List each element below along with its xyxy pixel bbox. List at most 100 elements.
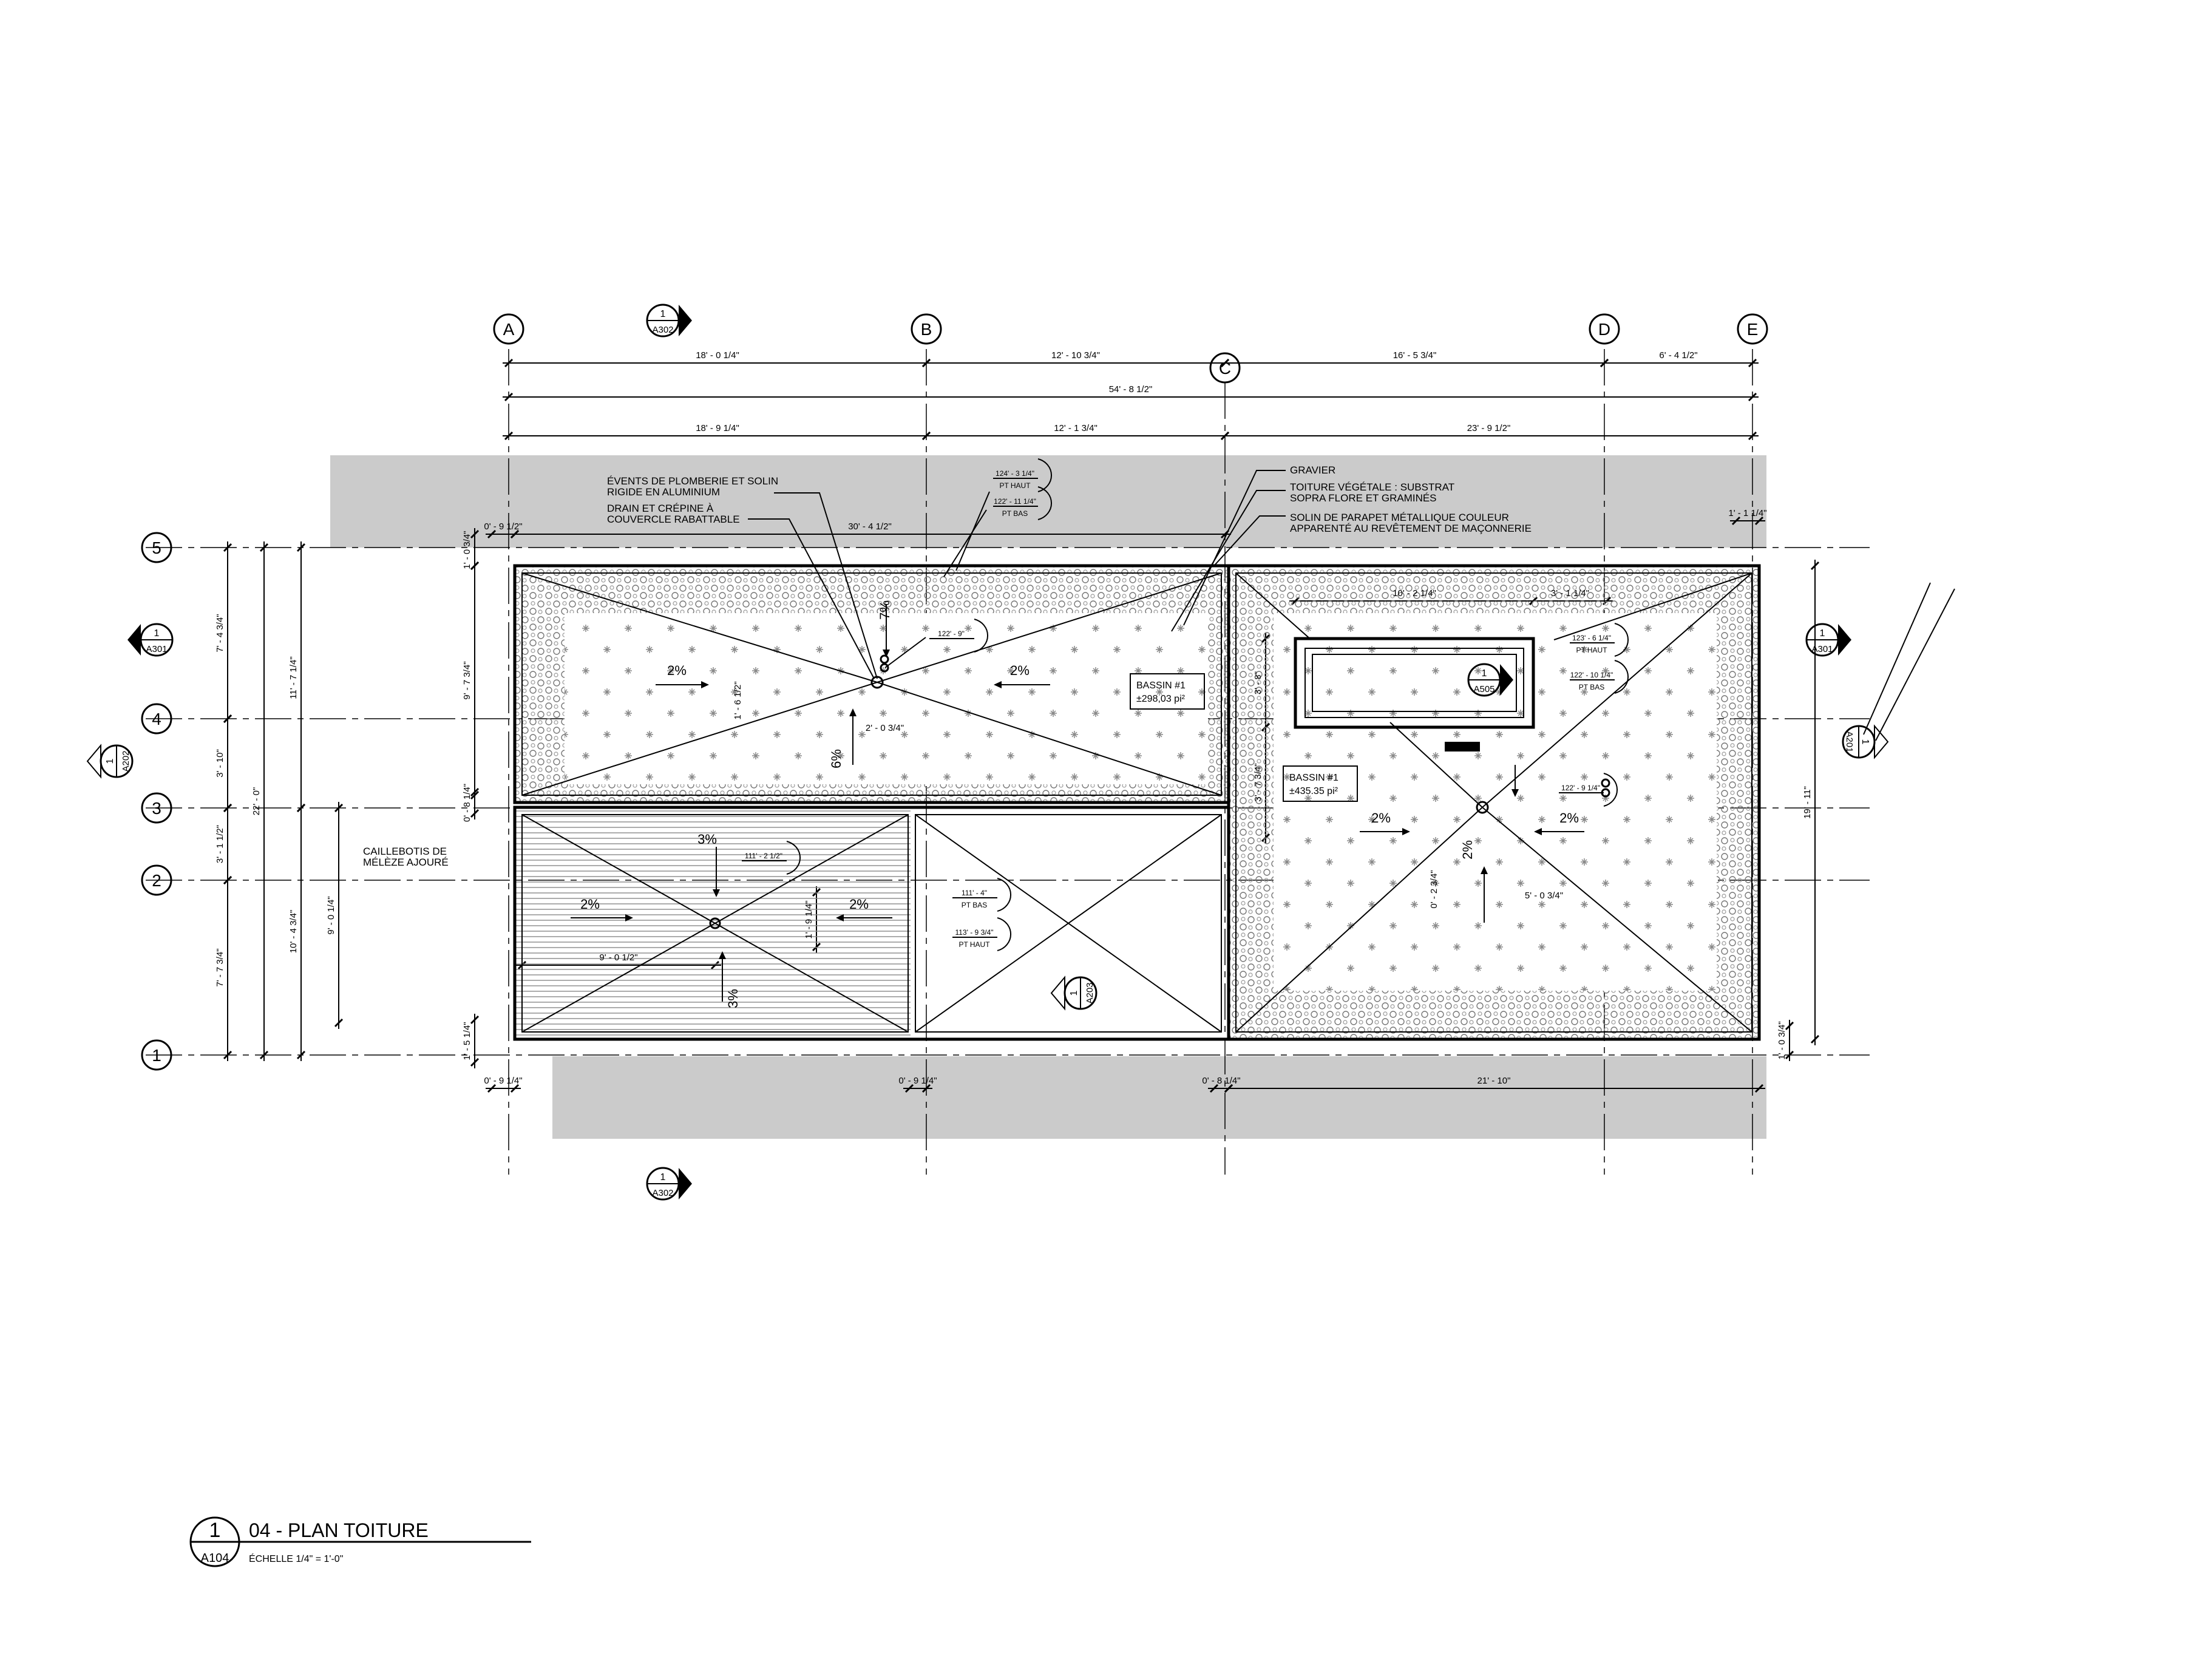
elevation-value-1: 122' - 11 1/4" — [994, 497, 1036, 506]
basin-name-0: BASSIN #1 — [1136, 680, 1186, 691]
dim-bottom-1: 0' - 9 1/4" — [898, 1076, 937, 1086]
dim-interior-4: 10' - 2 1/4" — [1393, 588, 1436, 599]
elevation-label-0: PT HAUT — [999, 481, 1031, 490]
section-marker-bottom-sheet: A302 — [652, 1188, 673, 1198]
section-marker-top-number: 1 — [660, 309, 666, 319]
dim-top-row1-2-tick — [1220, 358, 1230, 368]
dim-top-small-0: 0' - 9 1/2" — [484, 521, 522, 532]
slope-label-0: 2% — [667, 663, 687, 678]
dim-top-row2-0-tick — [504, 431, 514, 441]
slope-label-4: 3% — [697, 832, 717, 847]
elevation-value-8: 122' - 9 1/4" — [1561, 784, 1600, 792]
dim-top-small-2-tick — [1731, 516, 1741, 526]
elevation-arc-8 — [1603, 773, 1618, 807]
section-marker-right-number: 1 — [1820, 628, 1825, 639]
dim-left-wall-1: 9' - 7 3/4" — [462, 661, 472, 699]
grid-bubble-5 — [141, 532, 172, 563]
section-marker-right-arrow — [1838, 624, 1851, 656]
slope-label-9: 2% — [1559, 810, 1579, 826]
dim-right-0: 19' - 11" — [1802, 786, 1813, 819]
elevation-value-7: 122' - 10 1/4" — [1570, 671, 1613, 679]
elevation-value-0: 124' - 3 1/4" — [996, 469, 1034, 478]
grid-label-3: 3 — [152, 799, 161, 818]
callout-gravel: GRAVIER — [1290, 464, 1335, 476]
dim-top-row1-1: 12' - 10 3/4" — [1051, 350, 1100, 361]
slope-label-6: 2% — [849, 897, 869, 912]
dim-interior-2: 1' - 9 1/4" — [804, 900, 814, 938]
dim-bottom-2-tick — [1209, 1084, 1219, 1093]
callout-plumbing-0: ÉVENTS DE PLOMBERIE ET SOLIN — [607, 475, 778, 487]
basin-area-1: ±435.35 pi² — [1289, 786, 1338, 796]
dim-left-outer-2-tick — [223, 803, 232, 813]
dim-left-inner: 9' - 0 1/4" — [326, 896, 336, 934]
dim-bottom-3: 21' - 10" — [1477, 1076, 1511, 1086]
elevation-value-5: 113' - 9 3/4" — [955, 928, 993, 937]
dim-top-row1-3-tick — [1600, 358, 1609, 368]
dim-left-mid-1: 10' - 4 3/4" — [288, 910, 299, 954]
elevation-value-3: 111' - 2 1/2" — [745, 852, 782, 860]
dim-top-row1-1-tick — [921, 358, 931, 368]
dim-right-1: 1' - 0 3/4" — [1777, 1021, 1787, 1059]
dim-left-inner-tick — [334, 803, 344, 813]
dim-left-outer-3: 7' - 7 3/4" — [215, 948, 225, 986]
grid-bubble-2 — [141, 864, 172, 896]
dim-left-outer-3-tick — [223, 875, 232, 885]
callout-green-roof-0: TOITURE VÉGÉTALE : SUBSTRAT — [1290, 481, 1454, 493]
dim-left-wall-2-tick — [470, 787, 480, 797]
grid-label-b: B — [921, 320, 932, 339]
drawing-title: 04 - PLAN TOITURE — [249, 1519, 429, 1541]
elevation-arc-1 — [1037, 486, 1053, 520]
basin-box-0 — [1130, 673, 1205, 710]
dim-top-small-2-tick — [1754, 516, 1764, 526]
dim-top-row2-1-tick — [921, 431, 931, 441]
dim-left-mid-0: 11' - 7 1/4" — [288, 656, 299, 699]
elevation-arc-7 — [1614, 660, 1629, 694]
drawing-annotations: 18' - 0 1/4"12' - 10 3/4"16' - 5 3/4"6' … — [86, 304, 1889, 1201]
section-marker-left-outer-arrow — [86, 744, 101, 779]
dim-right-0-tick — [1810, 561, 1820, 571]
basin-area-0: ±298,03 pi² — [1136, 694, 1186, 704]
dim-top-small-1-tick — [510, 529, 520, 539]
section-marker-right-outer-number: 1 — [1860, 739, 1870, 745]
dim-right-1-tick — [1785, 1050, 1794, 1060]
title-block: 1 A104 04 - PLAN TOITURE ÉCHELLE 1/4" = … — [189, 1516, 531, 1567]
dim-left-total-tick — [259, 543, 269, 552]
callout-parapet-0: SOLIN DE PARAPET MÉTALLIQUE COULEUR — [1290, 512, 1509, 523]
dim-interior-5: 3' - 1 1/4" — [1551, 588, 1589, 599]
elevation-arc-5 — [997, 917, 1012, 951]
dim-right-1-tick — [1785, 1021, 1794, 1031]
title-block-number: 1 — [209, 1519, 221, 1542]
dim-left-wall-0: 1' - 0 3/4" — [462, 531, 472, 569]
section-marker-bottom-arrow — [679, 1168, 692, 1199]
section-marker-top-arrow — [679, 305, 692, 336]
dim-interior-0: 1' - 6 1/2" — [733, 681, 743, 719]
section-marker-left-sheet: A301 — [146, 644, 167, 654]
dim-left-outer-0-tick — [223, 543, 232, 552]
section-marker-detail-number: 1 — [1482, 668, 1487, 679]
callout-plumbing-1: RIGIDE EN ALUMINIUM — [607, 486, 720, 498]
dim-top-row2-0: 18' - 9 1/4" — [696, 423, 739, 433]
dim-top-row1-3: 6' - 4 1/2" — [1659, 350, 1697, 361]
slope-label-5: 2% — [580, 897, 600, 912]
dim-interior-6: 3' - 8" — [1253, 671, 1263, 694]
slope-arrows — [571, 604, 1584, 1002]
grid-label-c: C — [1219, 359, 1231, 378]
callout-parapet-1: APPARENTÉ AU REVÊTEMENT DE MAÇONNERIE — [1290, 523, 1532, 534]
section-marker-bottom-number: 1 — [660, 1172, 666, 1182]
dim-top-small-2: 1' - 1 1/4" — [1728, 508, 1766, 518]
dim-bottom-1-tick — [921, 1084, 931, 1093]
elevation-arc-4 — [997, 878, 1012, 912]
dim-bottom-2: 0' - 8 1/4" — [1202, 1076, 1240, 1086]
adjacent-building-shading — [330, 455, 1766, 1139]
dim-left-wall-2: 0' - 8 1/4" — [462, 784, 472, 822]
grid-bubble-1 — [141, 1039, 172, 1071]
slope-label-8: 2% — [1371, 810, 1391, 826]
dim-overall-tick — [1748, 392, 1757, 402]
dim-left-wall-1-tick — [470, 561, 480, 571]
elevation-arc-2 — [974, 619, 989, 653]
